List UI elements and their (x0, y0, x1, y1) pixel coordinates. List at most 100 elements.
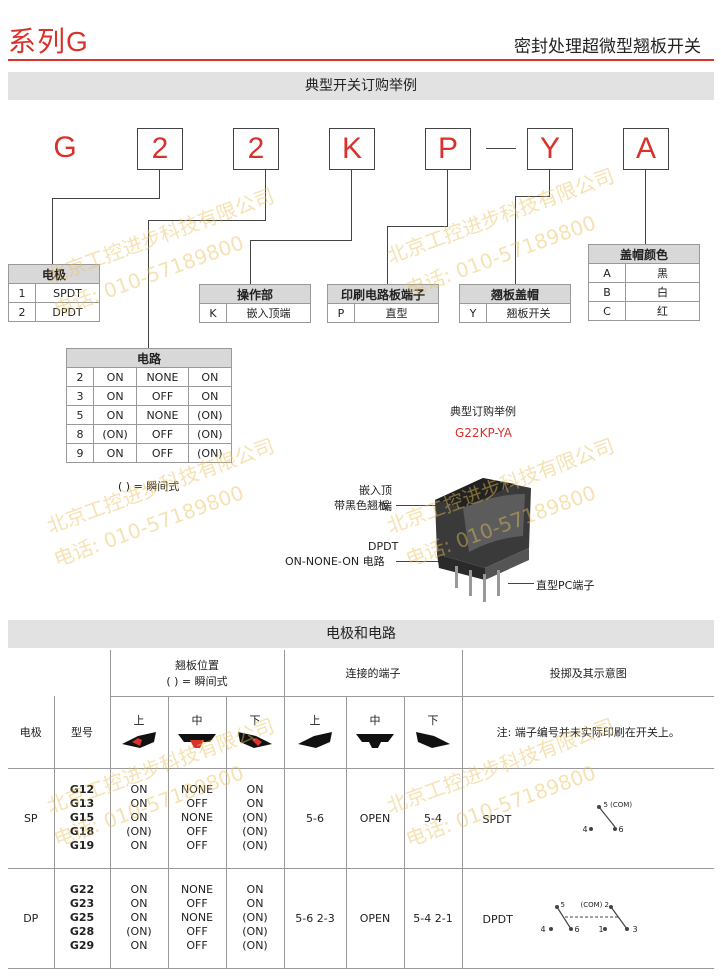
pos-up-cell: 上 (109, 695, 168, 768)
dp-term-up: 5-6 2-3 (283, 867, 346, 969)
sp-term-up: 5-6 (283, 767, 346, 868)
term-up-label: 上 (309, 713, 321, 727)
header-rule (8, 59, 714, 61)
poles-value: SPDT (35, 283, 100, 303)
circuit-cell: ON (92, 367, 138, 387)
leader-line (508, 583, 534, 584)
series-title: 系列G (8, 26, 89, 57)
circuit-cell: NONE (136, 405, 189, 425)
connector-line (159, 170, 160, 198)
rocker-mid-icon (356, 733, 394, 748)
dp-mid: NONE OFF NONE OFF OFF (167, 867, 226, 969)
pos-mid-label: 中 (191, 713, 203, 727)
terminals-value: 直型 (354, 303, 439, 323)
actuator-code: K (199, 303, 227, 323)
circuit-code: 5 (66, 405, 94, 425)
example-label-rocker: 带黑色翘板 (334, 499, 389, 512)
connector-line (549, 170, 550, 196)
dp-label-2: 2 (604, 900, 609, 909)
connector-line (265, 170, 266, 220)
cap-color-value: 白 (625, 282, 700, 302)
code-char-cap: Y (527, 128, 573, 170)
pos-up-label: 上 (133, 713, 145, 727)
watermark-company: 北京工控进步科技有限公司 (383, 163, 618, 269)
dpdt-schematic (548, 904, 629, 931)
circuit-cell: NONE (136, 367, 189, 387)
rocker-down-icon (238, 731, 272, 748)
sp-up: ON ON ON (ON) ON (109, 767, 168, 868)
dp-type: DPDT (482, 912, 513, 926)
connector-line (387, 226, 388, 284)
term-up-cell: 上 (283, 695, 346, 768)
dp-label-5: 5 (560, 900, 565, 909)
pos-down-cell: 下 (225, 695, 284, 768)
pos-mid-cell: 中 (167, 695, 226, 768)
dp-term-mid: OPEN (345, 867, 404, 969)
code-char-actuator: K (329, 128, 375, 170)
sp-label-6: 6 (618, 824, 624, 834)
example-label-dpdt: DPDT (368, 540, 399, 553)
dp-label-4: 4 (540, 924, 546, 934)
connector-line (515, 196, 516, 284)
diagram-note: 注: 端子编号并未实际印刷在开关上。 (461, 695, 714, 768)
leader-line (396, 505, 458, 506)
connector-line (250, 240, 352, 241)
dp-term-down: 5-4 2-1 (403, 867, 462, 969)
dp-models: G22 G23 G25 G28 G29 (53, 867, 110, 969)
dp-label-6: 6 (574, 924, 580, 934)
cap-title: 翘板盖帽 (459, 284, 571, 304)
circuits-title: 电路 (66, 348, 232, 368)
dp-label-3: 3 (632, 924, 638, 934)
cap-color-value: 黑 (625, 263, 700, 283)
connector-line (250, 240, 251, 284)
example-label-top: 嵌入顶端 (359, 484, 392, 513)
connector-line (515, 196, 550, 197)
cap-color-code: C (588, 301, 626, 321)
circuit-code: 3 (66, 386, 94, 406)
circuit-cell: OFF (136, 424, 189, 444)
sp-term-mid: OPEN (345, 767, 404, 868)
sp-down: ON ON (ON) (ON) (ON) (225, 767, 284, 868)
poles-circuits-table: 翘板位置( ) = 瞬间式 连接的端子 投掷及其示意图 电极 型号 上 中 下 … (8, 650, 714, 969)
example-label-circuit: ON-NONE-ON 电路 (285, 555, 385, 568)
sp-term-down: 5-4 (403, 767, 462, 868)
connector-line (645, 170, 646, 244)
actuator-title: 操作部 (199, 284, 311, 304)
connector-line (351, 170, 352, 240)
dp-diagram-cell: DPDT 5 (COM) 2 4 6 1 3 (461, 867, 714, 969)
diagram-header: 投掷及其示意图 (461, 650, 714, 696)
code-char-color: A (623, 128, 669, 170)
position-header-note: ( ) = 瞬间式 (166, 674, 228, 688)
position-header-title: 翘板位置 (175, 658, 219, 672)
connector-line (387, 226, 448, 227)
blank-header (8, 650, 110, 696)
dp-label-com: (COM) (580, 900, 603, 909)
dp-down: ON ON (ON) (ON) (ON) (225, 867, 284, 969)
poles-circuits-section-bar: 电极和电路 (8, 620, 714, 648)
terminals-title: 印刷电路板端子 (327, 284, 439, 304)
term-down-cell: 下 (403, 695, 462, 768)
sp-label-4: 4 (582, 824, 588, 834)
circuit-cell: OFF (136, 443, 189, 463)
sp-label-5: 5 (COM) (603, 800, 633, 809)
cap-color-value: 红 (625, 301, 700, 321)
example-code: G22KP-YA (455, 426, 512, 440)
sp-type: SPDT (482, 812, 512, 826)
terminals-code: P (327, 303, 355, 323)
circuit-cell: OFF (136, 386, 189, 406)
sp-models: G12 G13 G15 G18 G19 (53, 767, 110, 868)
term-mid-label: 中 (369, 713, 381, 727)
connector-line (148, 220, 149, 348)
circuit-cell: (ON) (187, 443, 233, 463)
rocker-down-icon (416, 731, 450, 748)
circuit-cell: (ON) (187, 424, 233, 444)
term-down-label: 下 (427, 713, 439, 727)
cap-value: 翘板开关 (486, 303, 571, 323)
poles-code: 2 (8, 302, 36, 322)
rocker-mid-icon (178, 733, 216, 748)
